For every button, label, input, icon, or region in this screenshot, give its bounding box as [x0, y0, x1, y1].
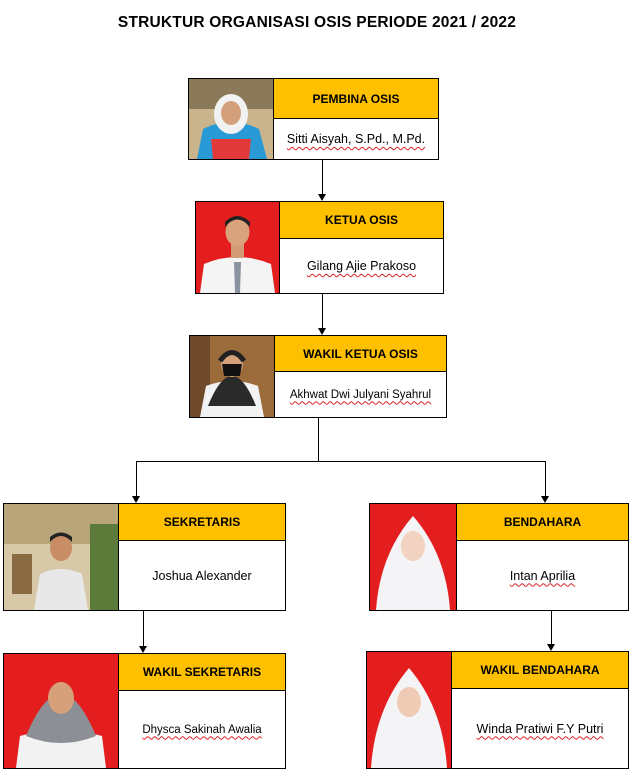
arrow-head	[541, 496, 549, 503]
card-ketua: KETUA OSIS Gilang Ajie Prakoso	[195, 201, 444, 294]
role-label: PEMBINA OSIS	[273, 79, 438, 119]
arrow-head	[318, 328, 326, 335]
card-wakil-sekretaris: WAKIL SEKRETARIS Dhysca Sakinah Awalia	[3, 653, 286, 769]
connector-left-branch	[136, 461, 137, 496]
name-label: Sitti Aisyah, S.Pd., M.Pd.	[273, 119, 438, 159]
role-label: BENDAHARA	[456, 504, 628, 541]
role-label: WAKIL KETUA OSIS	[274, 336, 446, 372]
card-pembina: PEMBINA OSIS Sitti Aisyah, S.Pd., M.Pd.	[188, 78, 439, 160]
connector-bendahara-wakil	[551, 610, 552, 644]
role-label: SEKRETARIS	[118, 504, 285, 541]
connector-right-branch	[545, 461, 546, 496]
name-label: Gilang Ajie Prakoso	[279, 239, 443, 293]
arrow-head	[132, 496, 140, 503]
photo-ketua	[196, 202, 279, 293]
connector-wakil-branch	[318, 417, 319, 461]
photo-wakil-bendahara	[367, 652, 451, 768]
role-label: WAKIL SEKRETARIS	[118, 654, 285, 691]
photo-pembina	[189, 79, 273, 159]
card-wakil-ketua: WAKIL KETUA OSIS Akhwat Dwi Julyani Syah…	[189, 335, 447, 418]
chart-title: STRUKTUR ORGANISASI OSIS PERIODE 2021 / …	[117, 14, 517, 31]
connector-pembina-ketua	[322, 159, 323, 194]
card-wakil-bendahara: WAKIL BENDAHARA Winda Pratiwi F.Y Putri	[366, 651, 629, 769]
connector-ketua-wakil	[322, 293, 323, 328]
photo-bendahara	[370, 504, 456, 610]
name-label: Akhwat Dwi Julyani Syahrul	[274, 372, 446, 417]
photo-wakil-sekretaris	[4, 654, 118, 768]
role-label: WAKIL BENDAHARA	[451, 652, 628, 689]
photo-wakil-ketua	[190, 336, 274, 417]
photo-sekretaris	[4, 504, 118, 610]
connector-horizontal	[136, 461, 546, 462]
name-label: Winda Pratiwi F.Y Putri	[451, 689, 628, 768]
card-bendahara: BENDAHARA Intan Aprilia	[369, 503, 629, 611]
name-label: Intan Aprilia	[456, 541, 628, 610]
arrow-head	[547, 644, 555, 651]
card-sekretaris: SEKRETARIS Joshua Alexander	[3, 503, 286, 611]
role-label: KETUA OSIS	[279, 202, 443, 239]
arrow-head	[139, 646, 147, 653]
name-label: Dhysca Sakinah Awalia	[118, 691, 285, 768]
connector-sekretaris-wakil	[143, 610, 144, 646]
arrow-head	[318, 194, 326, 201]
name-label: Joshua Alexander	[118, 541, 285, 610]
